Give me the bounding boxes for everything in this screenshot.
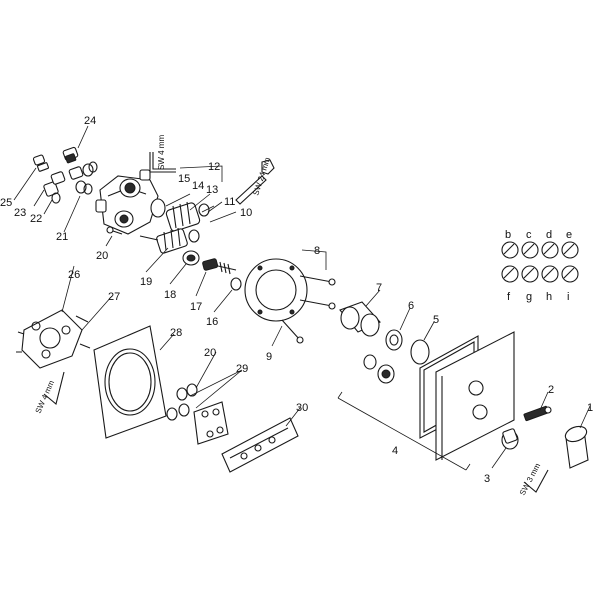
callout-4: 4: [392, 445, 398, 457]
callout-14: 14: [192, 180, 204, 192]
small-orings-mid: [363, 354, 395, 384]
tool-note-left-hex: SW 4 mm: [34, 379, 57, 415]
part-8-screws: [281, 275, 336, 344]
hex-key-left: SW 4 mm: [34, 371, 65, 415]
part-29-orings: [166, 383, 198, 421]
callout-10: 10: [240, 207, 252, 219]
part-group-21-25: [32, 146, 98, 204]
callout-9: 9: [266, 351, 272, 363]
callout-19: 19: [140, 276, 152, 288]
part-17-spring-stem: [202, 258, 237, 275]
tool-note-right-hex: SW 3 mm: [518, 461, 543, 497]
part-15-ring: [150, 198, 166, 218]
callout-21: 21: [56, 231, 68, 243]
part-24-cap: [62, 146, 84, 180]
insert-c: [521, 241, 539, 259]
callout-17: 17: [190, 301, 202, 313]
letter-e: e: [566, 229, 572, 241]
o-rings-small: [51, 161, 98, 204]
insert-i: [561, 265, 579, 283]
hex-key-right: SW 3 mm: [518, 461, 549, 497]
letter-h: h: [546, 291, 552, 303]
callout-22: 22: [30, 213, 42, 225]
insert-e: [561, 241, 579, 259]
callout-13: 13: [206, 184, 218, 196]
callout-3: 3: [484, 473, 490, 485]
insert-h: [541, 265, 559, 283]
callout-26: 26: [68, 269, 80, 281]
callout-2: 2: [548, 384, 554, 396]
insert-b: [501, 241, 519, 259]
part-26-template: [16, 309, 91, 369]
insert-grid: [501, 241, 579, 283]
leader-lines: [13, 125, 591, 469]
tool-note-top-hex: SW 4 mm: [157, 135, 166, 170]
insert-d: [541, 241, 559, 259]
letter-g: g: [526, 291, 532, 303]
tool-note-wrench: SW 24 mm: [251, 156, 272, 197]
callout-20: 20: [96, 250, 108, 262]
part-5-disc: [410, 339, 430, 365]
callout-24: 24: [84, 115, 96, 127]
wrench-tool: SW 24 mm: [235, 156, 275, 205]
part-23-22-caps: [43, 171, 66, 197]
letter-d: d: [546, 229, 552, 241]
callout-8: 8: [314, 245, 320, 257]
bracket-4: [337, 391, 471, 471]
part-2-spindle: [523, 405, 552, 422]
part-7-sleeve: [339, 301, 381, 337]
part-3-knob: [501, 428, 519, 450]
letter-c: c: [526, 229, 532, 241]
callout-30: 30: [296, 402, 308, 414]
part-cover-plate: [435, 331, 515, 461]
callout-29: 29: [236, 363, 248, 375]
callout-labels: 1 2 3 4 5 6 7 8 9 10 11 12 13 14 15 16 1…: [0, 115, 593, 485]
part-19-thermo-cartridge: [139, 227, 200, 254]
insert-f: [501, 265, 519, 283]
callout-20-lower: 20: [204, 347, 216, 359]
insert-g: [521, 265, 539, 283]
part-1-handle: [564, 425, 589, 469]
callout-18: 18: [164, 289, 176, 301]
part-6-cap: [385, 329, 403, 351]
part-16-clip: [230, 277, 242, 291]
callout-15: 15: [178, 173, 190, 185]
part-30-rail: [221, 417, 299, 473]
letter-i: i: [567, 291, 569, 303]
callout-7: 7: [376, 282, 382, 294]
letter-b: b: [505, 229, 511, 241]
callout-1: 1: [587, 402, 593, 414]
part-ring-plate: [244, 258, 308, 322]
part-18-nut: [182, 250, 200, 266]
letter-f: f: [507, 291, 511, 303]
callout-23: 23: [14, 207, 26, 219]
valve-body: [95, 169, 159, 235]
callout-16: 16: [206, 316, 218, 328]
callout-25: 25: [0, 197, 12, 209]
part-28-backplate: [93, 325, 167, 439]
part-cross-plate: [193, 401, 229, 445]
callout-27: 27: [108, 291, 120, 303]
callout-28: 28: [170, 327, 182, 339]
callout-12: 12: [208, 161, 220, 173]
hex-key-top: SW 4 mm: [149, 135, 176, 173]
part-25-cartridge: [32, 154, 49, 172]
part-20-screw-upper: [106, 226, 123, 235]
callout-11: 11: [224, 196, 235, 208]
part-14-13-cartridge: [165, 201, 210, 232]
callout-5: 5: [433, 314, 439, 326]
callout-6: 6: [408, 300, 414, 312]
